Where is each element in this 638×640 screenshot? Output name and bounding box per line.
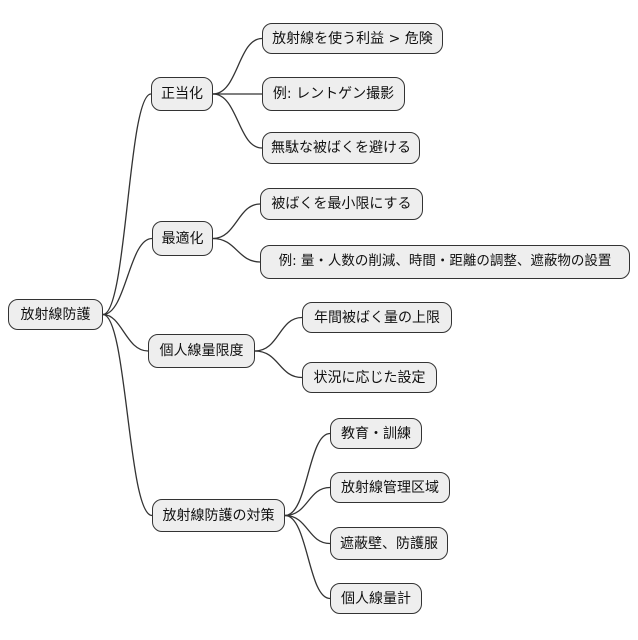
link-measures-to-education [284, 432, 331, 517]
node-leaf-annual-exposure-limit: 年間被ばく量の上限 [302, 302, 452, 333]
node-leaf-personal-dosimeter: 個人線量計 [330, 583, 422, 614]
node-leaf-minimize-exposure: 被ばくを最小限にする [260, 188, 423, 220]
link-measures-to-dosimeter [284, 514, 331, 600]
link-root-to-justification [102, 93, 152, 316]
link-justification-to-avoid [212, 93, 263, 149]
link-root-to-dose-limit [102, 313, 149, 352]
link-root-to-optimization [102, 237, 153, 316]
link-measures-to-controlled-area [284, 486, 331, 517]
link-root-to-measures [102, 313, 153, 517]
node-leaf-shielding-protective-clothing: 遮蔽壁、防護服 [330, 527, 448, 560]
link-optimization-to-minimize [212, 203, 261, 240]
node-leaf-xray-example: 例: レントゲン撮影 [262, 77, 405, 111]
node-branch-dose-limit: 個人線量限度 [148, 334, 255, 368]
link-justification-to-benefit [212, 37, 263, 95]
node-leaf-situational-setting: 状況に応じた設定 [302, 362, 437, 393]
node-branch-optimization: 最適化 [152, 221, 213, 256]
node-leaf-radiation-controlled-area: 放射線管理区域 [330, 472, 450, 503]
link-optimization-to-examples [212, 237, 261, 263]
node-leaf-education-training: 教育・訓練 [330, 418, 422, 449]
node-root-radiation-protection: 放射線防護 [8, 299, 103, 330]
node-branch-protection-measures: 放射線防護の対策 [152, 499, 285, 532]
link-dose-limit-to-annual [254, 316, 303, 352]
link-dose-limit-to-situational [254, 350, 303, 379]
link-measures-to-shielding [284, 514, 331, 545]
node-branch-justification: 正当化 [151, 77, 213, 111]
node-leaf-avoid-unnecessary-exposure: 無駄な被ばくを避ける [262, 132, 420, 164]
node-leaf-optimization-examples: 例: 量・人数の削減、時間・距離の調整、遮蔽物の設置 [260, 245, 630, 279]
node-leaf-benefit-over-risk: 放射線を使う利益 > 危険 [262, 23, 443, 54]
